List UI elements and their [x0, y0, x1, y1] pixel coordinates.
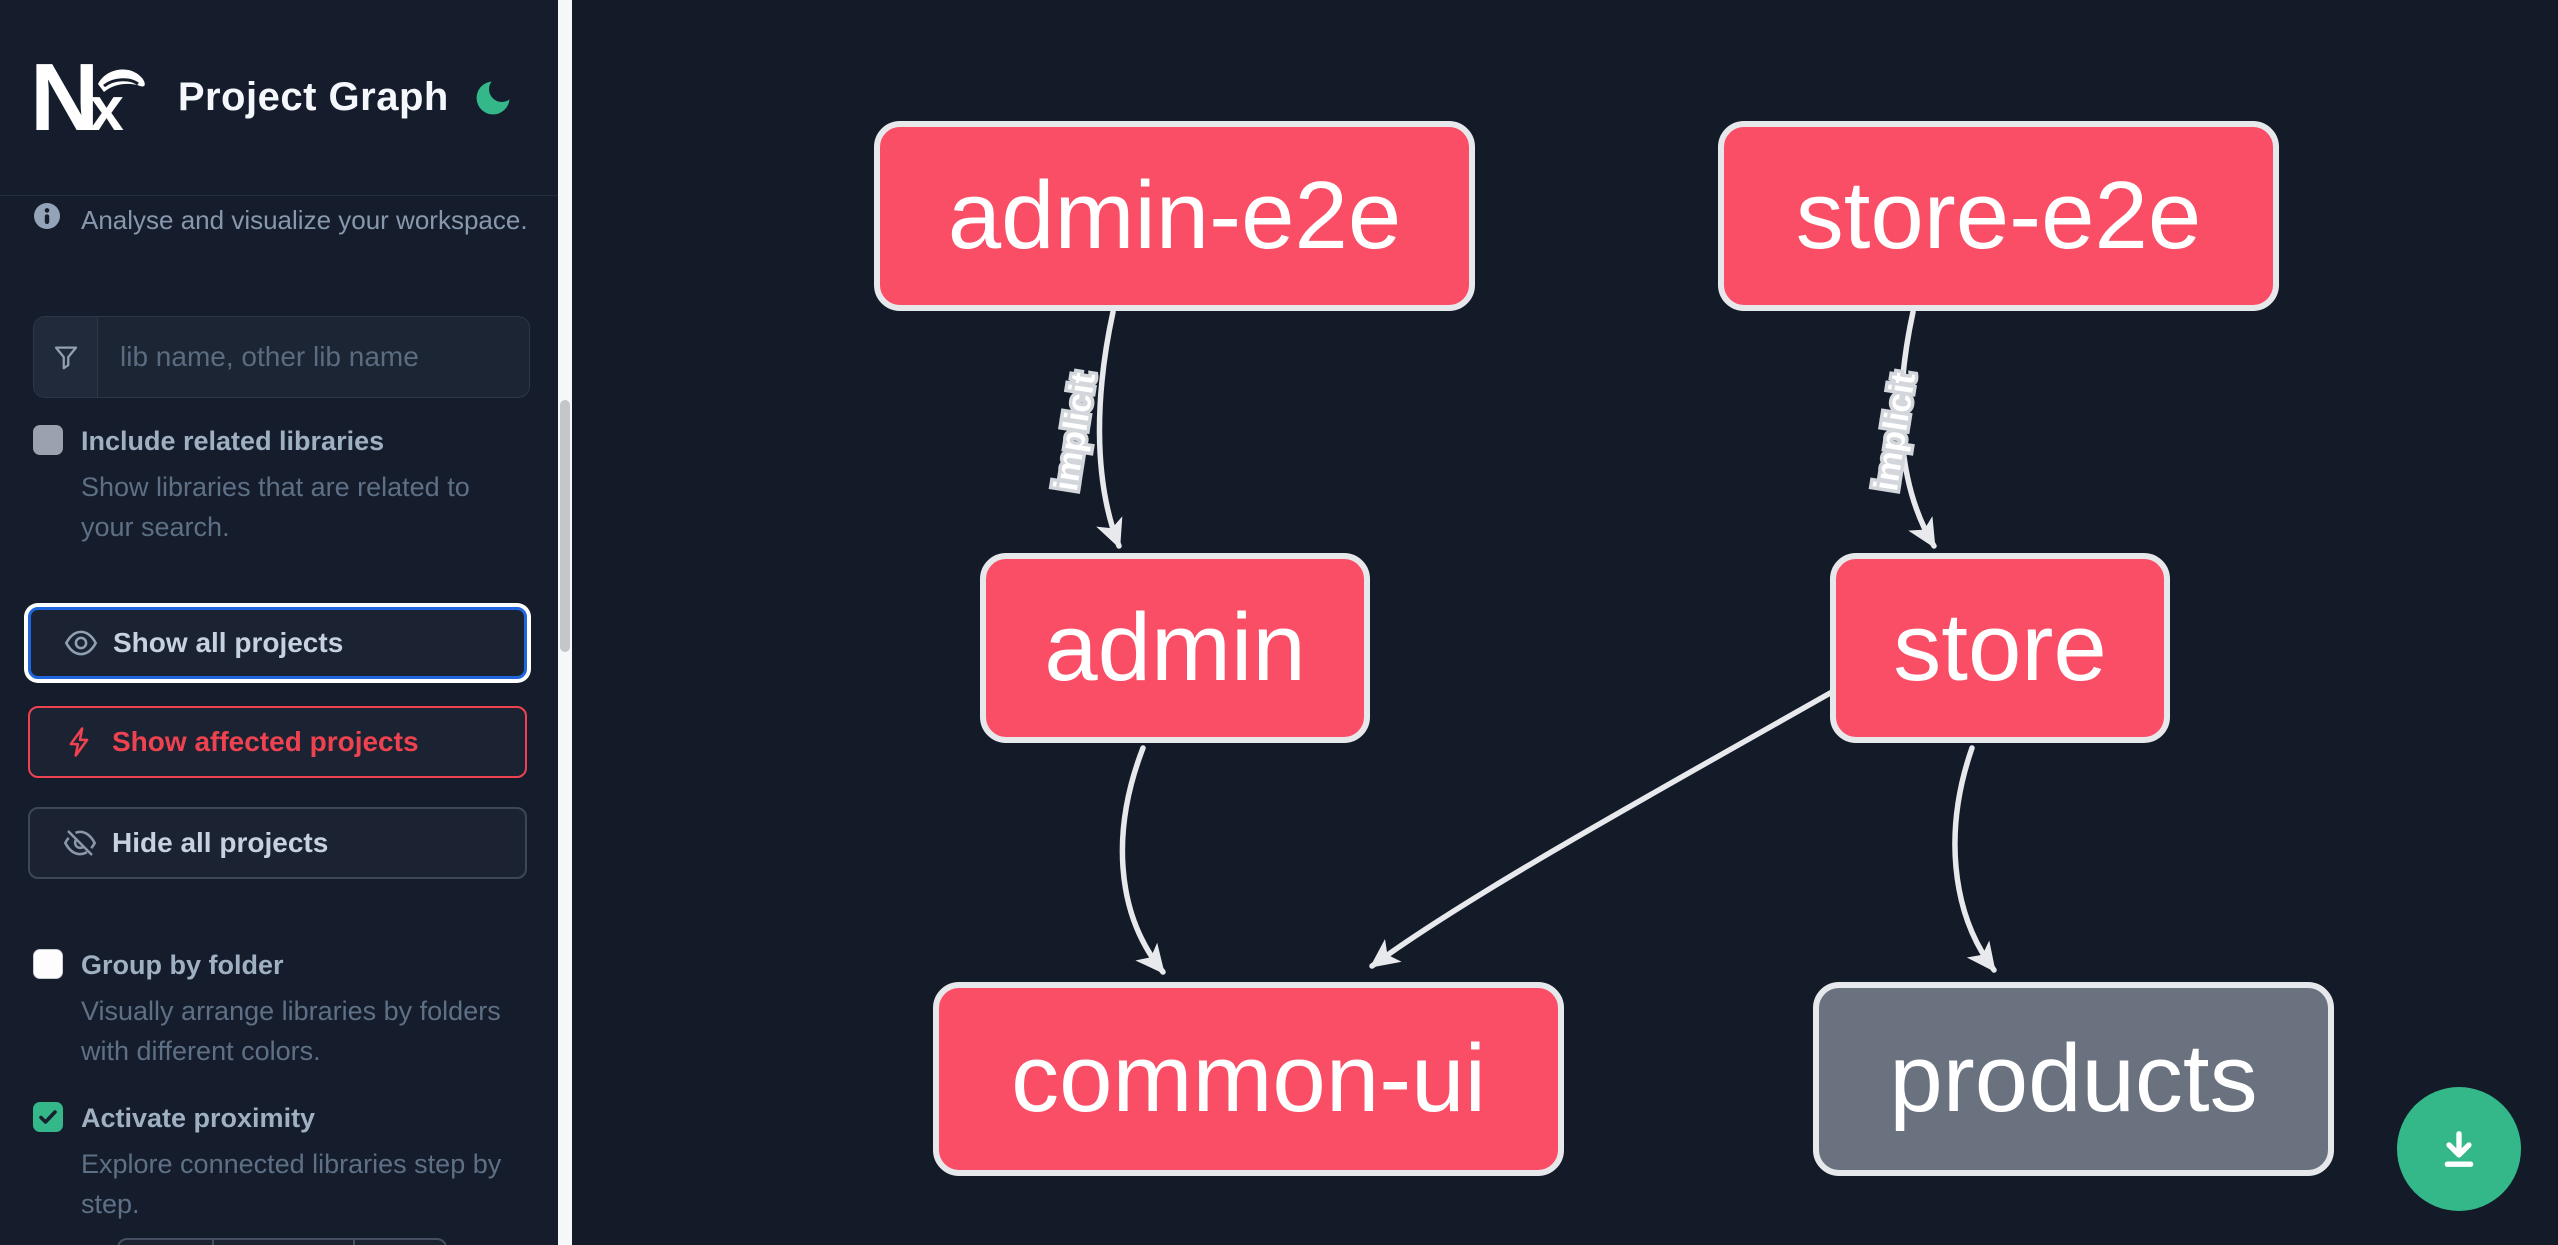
sidebar-scrollbar-thumb[interactable] — [560, 400, 570, 652]
graph-node-store[interactable]: store — [1830, 553, 2170, 743]
activate-proximity-label[interactable]: Activate proximity — [81, 1103, 316, 1133]
page-title: Project Graph — [177, 75, 449, 119]
node-label: products — [1889, 1025, 2258, 1132]
hide-all-projects-label: Hide all projects — [112, 827, 329, 858]
show-affected-projects-button[interactable]: Show affected projects — [28, 706, 527, 778]
sidebar-scrollbar-track — [558, 0, 572, 1245]
eye-slash-icon — [62, 824, 98, 862]
search-input[interactable] — [98, 317, 529, 397]
node-label: store-e2e — [1795, 162, 2202, 269]
workspace-tagline: Analyse and visualize your workspace. — [81, 205, 528, 235]
search-box — [33, 316, 530, 398]
check-icon — [39, 1110, 57, 1124]
workspace-info: Analyse and visualize your workspace. — [33, 202, 533, 237]
node-label: store — [1893, 594, 2107, 701]
show-affected-projects-label: Show affected projects — [112, 726, 419, 757]
graph-node-common-ui[interactable]: common-ui — [933, 982, 1564, 1176]
graph-node-admin-e2e[interactable]: admin-e2e — [874, 121, 1475, 311]
graph-node-products[interactable]: products — [1813, 982, 2334, 1176]
include-related-checkbox[interactable] — [33, 425, 63, 455]
eye-icon — [63, 624, 99, 662]
download-graph-button[interactable] — [2397, 1087, 2521, 1211]
theme-toggle-moon-icon[interactable] — [470, 75, 516, 121]
show-all-projects-button[interactable]: Show all projects — [28, 607, 527, 679]
bolt-icon — [62, 725, 98, 759]
group-by-folder-description: Visually arrange libraries by folders wi… — [81, 996, 501, 1066]
filter-funnel-icon — [34, 317, 98, 397]
activate-proximity-checkbox[interactable] — [33, 1102, 63, 1132]
include-related-label[interactable]: Include related libraries — [81, 426, 385, 456]
edge-store-products — [1952, 745, 1997, 973]
graph-node-admin[interactable]: admin — [980, 553, 1370, 743]
node-label: admin-e2e — [947, 162, 1402, 269]
option-activate-proximity: Activate proximity Explore connected lib… — [33, 1102, 533, 1224]
option-group-by-folder: Group by folder Visually arrange librari… — [33, 949, 533, 1071]
edge-label-implicit-admin: implicit — [1047, 370, 1103, 494]
include-related-description: Show libraries that are related to your … — [81, 472, 470, 542]
node-label: common-ui — [1011, 1025, 1486, 1132]
hide-all-projects-button[interactable]: Hide all projects — [28, 807, 527, 879]
group-by-folder-label[interactable]: Group by folder — [81, 950, 284, 980]
edge-admin-e2e-admin — [1096, 309, 1123, 549]
activate-proximity-description: Explore connected libraries step by step… — [81, 1149, 502, 1219]
option-include-related: Include related libraries Show libraries… — [33, 425, 533, 547]
edge-admin-common-ui — [1119, 745, 1166, 975]
nx-logo-swoosh — [98, 69, 145, 92]
info-icon — [34, 203, 60, 229]
group-by-folder-checkbox[interactable] — [33, 949, 63, 979]
edge-label-implicit-store: implicit — [1867, 370, 1923, 494]
edge-store-e2e-store — [1898, 309, 1937, 549]
edge-store-common-ui — [1369, 689, 1835, 969]
node-label: admin — [1044, 594, 1306, 701]
nx-logo-letter-n: N — [30, 43, 99, 151]
graph-node-store-e2e[interactable]: store-e2e — [1718, 121, 2279, 311]
show-all-projects-label: Show all projects — [113, 627, 344, 658]
download-icon — [2444, 1131, 2474, 1167]
proximity-stepper-partial[interactable] — [117, 1238, 447, 1245]
